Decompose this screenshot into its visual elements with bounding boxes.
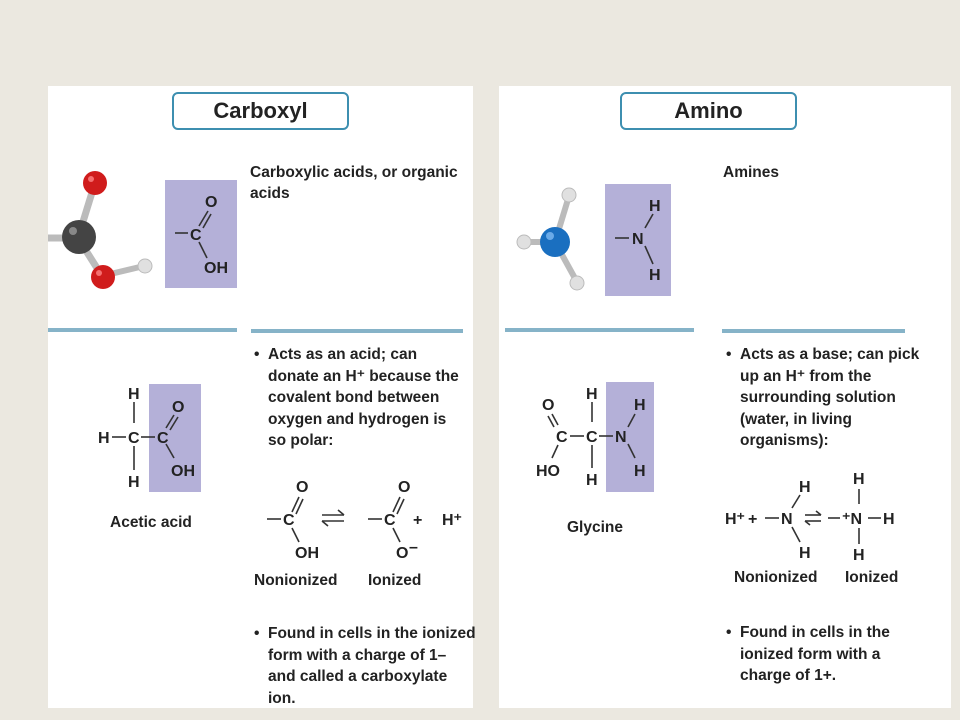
carboxyl-ball-and-stick-model	[48, 171, 153, 289]
atom-HO: HO	[536, 463, 560, 480]
atom-H: H	[128, 474, 140, 491]
carboxyl-bullet-2: Found in cells in the ionized form with …	[254, 623, 478, 709]
atom-N: N	[632, 231, 644, 248]
atom-OH: OH	[171, 463, 195, 480]
atom-C: C	[586, 429, 598, 446]
carboxyl-panel: Carboxyl O C OH Carboxylic acids, or org…	[48, 86, 476, 708]
nonionized-label: Nonionized	[734, 569, 818, 586]
carboxyl-structural-formula: O C OH	[165, 180, 237, 288]
atom-C: C	[190, 227, 202, 244]
carboxyl-class-name: Carboxylic acids, or organic acids	[250, 164, 458, 202]
atom-C: C	[384, 512, 396, 529]
amino-bullet-2: Found in cells in the ionized form with …	[726, 622, 930, 687]
acetic-acid-structure: H H C C O OH H	[98, 384, 201, 492]
amino-panel: Amino H N H Amines H O C C N H H HO H	[499, 86, 951, 708]
amino-header: Amino	[620, 92, 797, 130]
atom-H: H	[649, 198, 661, 215]
atom-H: H	[586, 472, 598, 489]
ionized-label: Ionized	[368, 572, 422, 589]
atom-C: C	[157, 430, 169, 447]
atom-plus-N: ⁺N	[842, 511, 862, 528]
atom-O: O	[398, 479, 410, 496]
carboxyl-divider-right	[251, 329, 463, 333]
minus-charge: –	[409, 539, 418, 556]
amino-divider-left	[505, 328, 694, 332]
atom-O: O	[172, 399, 184, 416]
amino-structural-formula: H N H	[605, 184, 671, 296]
carboxyl-divider-left	[48, 328, 237, 332]
atom-OH: OH	[295, 545, 319, 562]
atom-H: H	[799, 479, 811, 496]
amino-class-name: Amines	[723, 164, 779, 181]
ionized-label: Ionized	[845, 569, 899, 586]
plus-sign: +	[413, 512, 422, 529]
atom-H: H	[853, 547, 865, 564]
amino-divider-right	[722, 329, 905, 333]
acetic-acid-label: Acetic acid	[110, 514, 192, 531]
atom-N: N	[615, 429, 627, 446]
plus-sign: +	[748, 511, 757, 528]
amino-ball-and-stick-model	[516, 187, 585, 291]
atom-OH: OH	[204, 260, 228, 277]
carboxyl-bullet-1: Acts as an acid; can donate an H⁺ becaus…	[254, 344, 468, 452]
atom-C: C	[283, 512, 295, 529]
amino-ionization-equation: H⁺ + N H H ⁺N H H H	[725, 471, 895, 564]
atom-N: N	[781, 511, 793, 528]
atom-H: H	[634, 463, 646, 480]
atom-H: H	[883, 511, 895, 528]
nonionized-label: Nonionized	[254, 572, 338, 589]
atom-H: H	[634, 397, 646, 414]
atom-H-plus: H⁺	[725, 511, 745, 528]
glycine-label: Glycine	[567, 519, 623, 536]
atom-H-plus: H⁺	[442, 512, 462, 529]
atom-H: H	[98, 430, 110, 447]
atom-C: C	[128, 430, 140, 447]
atom-O: O	[205, 194, 217, 211]
amino-bullet-1: Acts as a base; can pick up an H⁺ from t…	[726, 344, 920, 452]
glycine-structure: H O C C N H H HO H	[536, 382, 654, 492]
atom-O: O	[542, 397, 554, 414]
atom-C: C	[556, 429, 568, 446]
atom-O-minus: O	[396, 545, 408, 562]
equilibrium-arrows-icon	[321, 509, 345, 527]
carboxyl-ionization-equation: C O OH C O O – + H⁺	[267, 479, 462, 562]
atom-H: H	[853, 471, 865, 488]
atom-H: H	[799, 545, 811, 562]
atom-H: H	[649, 267, 661, 284]
atom-H: H	[586, 386, 598, 403]
atom-O: O	[296, 479, 308, 496]
equilibrium-arrows-icon	[804, 510, 822, 526]
carboxyl-header: Carboxyl	[172, 92, 349, 130]
atom-H: H	[128, 386, 140, 403]
